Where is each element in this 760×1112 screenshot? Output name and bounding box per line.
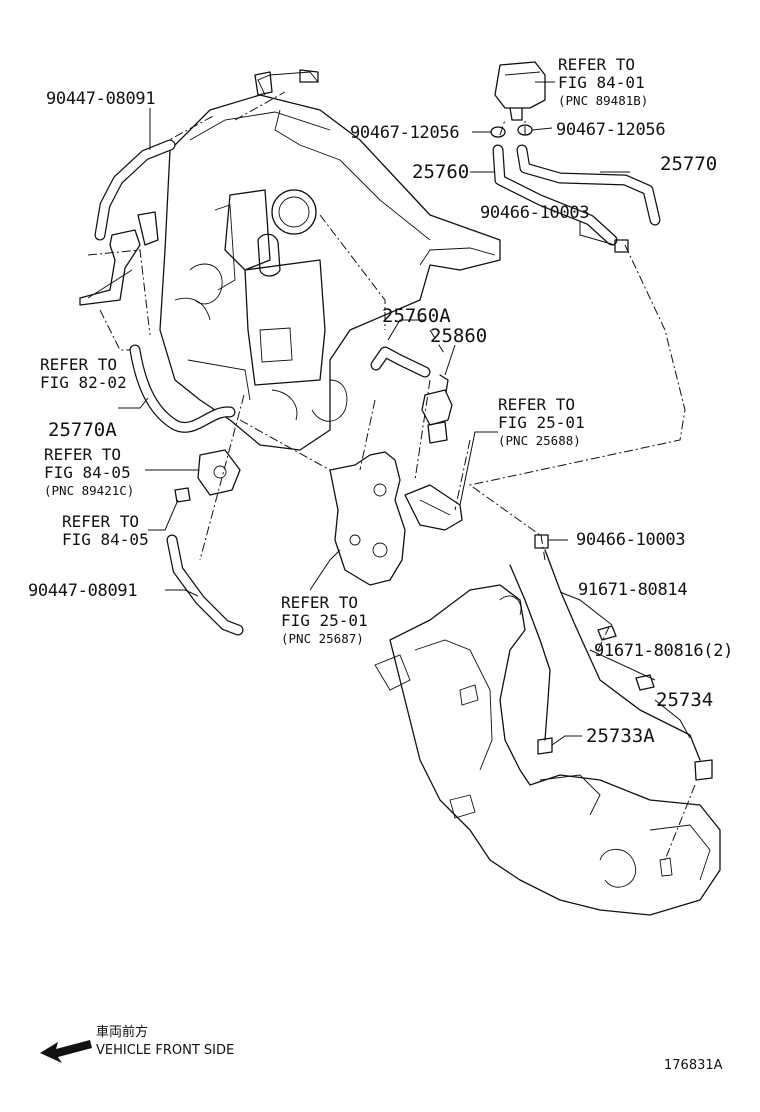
part-number-25770A: 25770A — [48, 419, 117, 441]
part-number-25760A: 25760A — [382, 305, 451, 327]
bracket-25688 — [404, 484, 463, 531]
refer-fig-84-05b-line2: FIG 84-05 — [62, 530, 149, 549]
refer-fig-84-05a-line2: FIG 84-05 — [44, 463, 131, 482]
refer-fig-25-01b-line1: REFER TO — [281, 593, 358, 612]
refer-fig-25-01a-line2: FIG 25-01 — [498, 413, 585, 432]
part-number-90447-08091-top: 90447-08091 — [46, 89, 155, 109]
part-number-90466-10003-mid: 90466-10003 — [576, 530, 685, 550]
vacuum-hoses — [94, 139, 661, 636]
refer-fig-84-05b-line1: REFER TO — [62, 512, 139, 531]
figure-code: 176831A — [664, 1058, 723, 1073]
part-number-90466-10003-top: 90466-10003 — [480, 203, 589, 223]
refer-fig-82-02-line1: REFER TO — [40, 355, 117, 374]
vacuum-switching-valve — [494, 61, 546, 121]
part-labels: 90447-08091 REFER TO FIG 84-01 (PNC 8948… — [28, 55, 733, 747]
refer-fig-25-01b-line2: FIG 25-01 — [281, 611, 368, 630]
legend-japanese: 車両前方 — [96, 1024, 148, 1040]
part-number-25733A: 25733A — [586, 725, 655, 747]
part-number-91671-80814: 91671-80814 — [578, 580, 687, 600]
legend-english: VEHICLE FRONT SIDE — [96, 1043, 234, 1058]
vehicle-front-legend: 車両前方 VEHICLE FRONT SIDE — [40, 1024, 234, 1063]
part-number-90447-08091-bottom: 90447-08091 — [28, 581, 137, 601]
refer-fig-84-01-pnc: (PNC 89481B) — [558, 93, 648, 108]
part-number-25860: 25860 — [430, 325, 487, 347]
leader-lines — [118, 81, 691, 746]
part-number-90467-12056-left: 90467-12056 — [350, 123, 459, 143]
refer-fig-25-01a-line1: REFER TO — [498, 395, 575, 414]
part-number-25734: 25734 — [656, 689, 713, 711]
exhaust-converter-assembly — [374, 584, 721, 916]
oxygen-sensors — [509, 549, 713, 781]
refer-fig-84-01-line2: FIG 84-01 — [558, 73, 645, 92]
bracket-25687 — [329, 451, 406, 586]
egr-vacuum-modulator — [421, 374, 453, 444]
refer-fig-25-01a-pnc: (PNC 25688) — [498, 433, 581, 448]
refer-fig-84-01-line1: REFER TO — [558, 55, 635, 74]
part-number-90467-12056-right: 90467-12056 — [556, 120, 665, 140]
refer-fig-82-02-line2: FIG 82-02 — [40, 373, 127, 392]
vsv-84-05 — [174, 449, 241, 503]
left-arrow-icon — [40, 1040, 92, 1063]
engine-assembly — [159, 69, 501, 451]
refer-fig-84-05a-line1: REFER TO — [44, 445, 121, 464]
part-number-25760: 25760 — [412, 161, 469, 183]
refer-fig-84-05a-pnc: (PNC 89421C) — [44, 483, 134, 498]
part-number-25770: 25770 — [660, 153, 717, 175]
refer-fig-25-01b-pnc: (PNC 25687) — [281, 631, 364, 646]
part-number-91671-80816: 91671-80816(2) — [594, 641, 733, 661]
vsv-bracket — [79, 211, 159, 306]
